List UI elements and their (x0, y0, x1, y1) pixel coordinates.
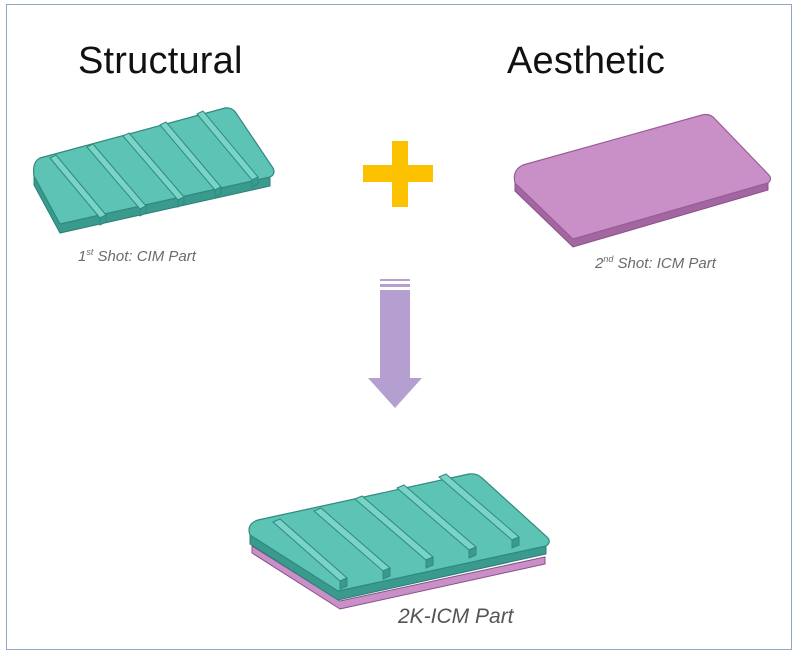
plus-icon (363, 141, 433, 207)
aesthetic-heading: Aesthetic (507, 40, 666, 82)
structural-heading: Structural (78, 40, 243, 82)
structural-part (33, 107, 275, 234)
down-arrow-icon (368, 279, 422, 408)
first-shot-caption: 1st Shot: CIM Part (78, 247, 196, 266)
aesthetic-part (513, 113, 772, 248)
result-caption: 2K-ICM Part (398, 605, 514, 628)
combined-part (248, 473, 550, 610)
second-shot-caption: 2nd Shot: ICM Part (595, 254, 716, 273)
